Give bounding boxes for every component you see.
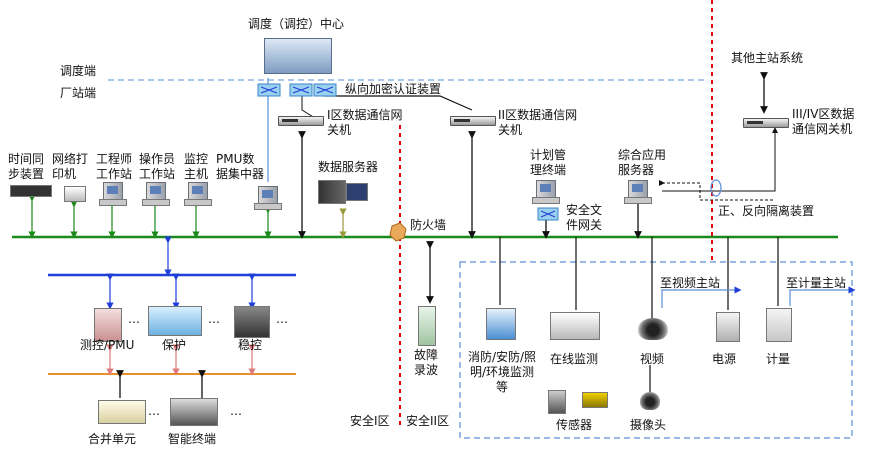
data-server-monitor-icon [346, 183, 368, 201]
bay-ellipsis-3: … [276, 312, 288, 326]
protection-device-icon [148, 306, 202, 336]
online-monitor-label: 在线监测 [550, 352, 599, 366]
stability-label: 稳控 [238, 338, 263, 352]
sensor-2-icon [582, 392, 608, 408]
video-camera-icon [638, 318, 668, 340]
merging-ellipsis: … [148, 404, 160, 418]
pmu-concentrator-label: PMU数据集中器 [216, 152, 265, 181]
field-dashed-frame [459, 261, 853, 439]
fault-recorder-icon [418, 306, 436, 346]
operator-ws-label: 操作员工作站 [139, 152, 176, 181]
plan-terminal-label: 计划管理终端 [530, 148, 567, 177]
sensor-label: 传感器 [556, 418, 593, 432]
integrated-server-label: 综合应用服务器 [618, 148, 667, 177]
safety-zone1-label: 安全I区 [350, 414, 390, 428]
bay-ellipsis-1: … [128, 312, 140, 326]
fault-recorder-label: 故障录波 [414, 348, 439, 377]
safety-gateway-label: 安全文件网关 [566, 203, 603, 232]
zone34-gateway-icon [743, 118, 789, 128]
metering-label: 计量 [766, 352, 791, 366]
to-video-master-label: 至视频主站 [660, 276, 721, 290]
time-sync-device-icon [10, 185, 52, 197]
engineer-ws-label: 工程师工作站 [96, 152, 133, 181]
measure-pmu-device-icon [94, 308, 122, 342]
engineer-ws-icon [99, 182, 127, 206]
safety-zone2-label: 安全II区 [406, 414, 450, 428]
power-supply-icon [716, 312, 740, 342]
protection-label: 保护 [162, 338, 187, 352]
zone34-gateway-label: III/IV区数据通信网关机 [792, 107, 855, 136]
other-master-label: 其他主站系统 [731, 51, 804, 65]
isolation-label: 正、反向隔离装置 [718, 204, 815, 218]
monitor-host-label: 监控主机 [184, 152, 209, 181]
metering-icon [766, 308, 792, 342]
merging-unit-icon [98, 400, 146, 424]
sensor-1-icon [548, 390, 566, 414]
zone1-gateway-icon [278, 116, 324, 126]
plant-end-label: 厂站端 [60, 86, 97, 100]
power-label: 电源 [712, 352, 737, 366]
dispatch-center-label: 调度（调控）中心 [247, 17, 345, 31]
webcam-icon [640, 392, 660, 410]
printer-icon [64, 186, 86, 202]
plan-terminal-icon [532, 180, 560, 204]
vertical-encrypt-label: 纵向加密认证装置 [345, 82, 442, 96]
zone2-gateway-label: II区数据通信网关机 [498, 108, 578, 137]
monitor-host-icon [184, 182, 212, 206]
operator-ws-icon [142, 182, 170, 206]
to-metering-master-label: 至计量主站 [786, 276, 847, 290]
integrated-server-icon [624, 180, 652, 204]
smart-terminal-icon [170, 398, 218, 426]
bay-ellipsis-2: … [208, 312, 220, 326]
video-label: 视频 [640, 352, 665, 366]
measure-pmu-label: 测控/PMU [80, 338, 135, 352]
online-monitor-icon [550, 312, 600, 340]
camera-label: 摄像头 [630, 418, 667, 432]
time-sync-label: 时间同步装置 [8, 152, 45, 181]
merging-unit-label: 合并单元 [88, 432, 137, 446]
encrypt-devices [257, 83, 559, 221]
data-server-label: 数据服务器 [318, 160, 379, 174]
zone2-gateway-icon [450, 116, 496, 126]
network-printer-label: 网络打印机 [52, 152, 89, 181]
terminal-ellipsis: … [230, 404, 242, 418]
dispatch-center-building-icon [264, 38, 332, 74]
fire-security-icon [486, 308, 516, 340]
fire-security-label: 消防/安防/照明/环境监测等 [467, 350, 537, 394]
dispatch-end-label: 调度端 [60, 64, 97, 78]
zone1-gateway-label: I区数据通信网关机 [327, 108, 403, 137]
firewall-label: 防火墙 [410, 218, 447, 232]
pmu-concentrator-icon [254, 186, 282, 210]
stability-device-icon [234, 306, 270, 338]
smart-terminal-label: 智能终端 [168, 432, 217, 446]
data-server-icon [318, 180, 346, 204]
firewall-icon [389, 222, 407, 242]
